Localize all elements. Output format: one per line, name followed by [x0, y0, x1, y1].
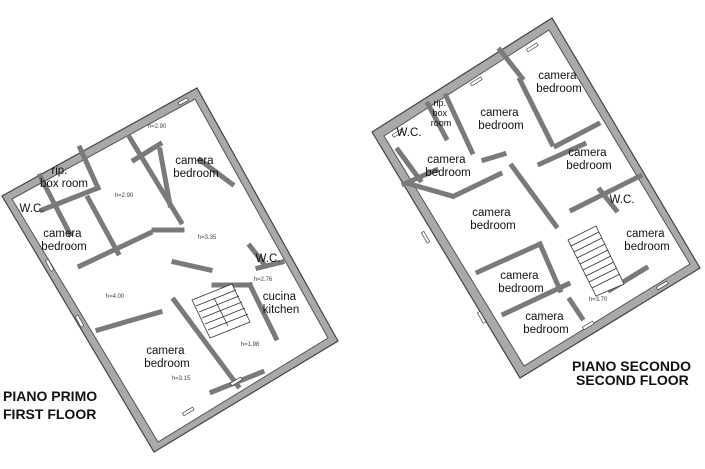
height-note: h=2.90 [148, 124, 167, 130]
first-floor-staircase [191, 283, 251, 339]
bedroom-7-label: camera bedroom [498, 270, 543, 295]
bedroom-left-label: camera bedroom [41, 228, 86, 253]
height-note: h=1.98 [241, 342, 260, 348]
bedroom-bottom-label: camera bedroom [144, 345, 189, 370]
bedroom-3-label: camera bedroom [425, 154, 470, 179]
ripostiglio-label: rip. box room [40, 165, 88, 190]
height-note: h=4.00 [106, 294, 125, 300]
wc-right-2-label: W.C. [610, 194, 635, 206]
bedroom-5-label: camera bedroom [470, 207, 515, 232]
second-floor-staircase [567, 225, 625, 297]
second-floor-plan: camera bedroom camera bedroom rip. box r… [371, 17, 701, 388]
height-note: h=2.76 [254, 277, 273, 283]
wc-left-label: W.C. [20, 203, 45, 215]
wc-right-label: W.C. [256, 253, 281, 265]
height-note: h=2.90 [115, 193, 134, 199]
bedroom-1-label: camera bedroom [536, 70, 581, 95]
wc-top-label: W.C. [397, 127, 422, 139]
bedroom-4-label: camera bedroom [566, 147, 611, 172]
first-floor-title-en: FIRST FLOOR [3, 406, 96, 422]
second-floor-title-en: SECOND FLOOR [576, 372, 689, 388]
second-floor-partitions [394, 46, 650, 322]
first-floor-title-it: PIANO PRIMO [3, 388, 97, 404]
height-note: h=3.70 [589, 297, 608, 303]
first-floor-interior [11, 98, 329, 443]
bedroom-8-label: camera bedroom [523, 311, 568, 336]
bedroom-6-label: camera bedroom [624, 228, 669, 253]
bedroom-2-label: camera bedroom [478, 107, 523, 132]
first-floor-plan: rip. box room camera bedroom W.C. camera… [1, 87, 339, 453]
ripostiglio-2-label: rip. box room [431, 98, 452, 128]
second-floor-title-it: PIANO SECONDO [572, 358, 691, 374]
second-floor-windows [391, 42, 669, 331]
first-floor-windows [45, 97, 243, 417]
height-note: h=3.15 [172, 376, 191, 382]
bedroom-top-label: camera bedroom [173, 155, 218, 180]
kitchen-label: cucina kitchen [263, 291, 299, 316]
height-note: h=3.35 [198, 235, 217, 241]
